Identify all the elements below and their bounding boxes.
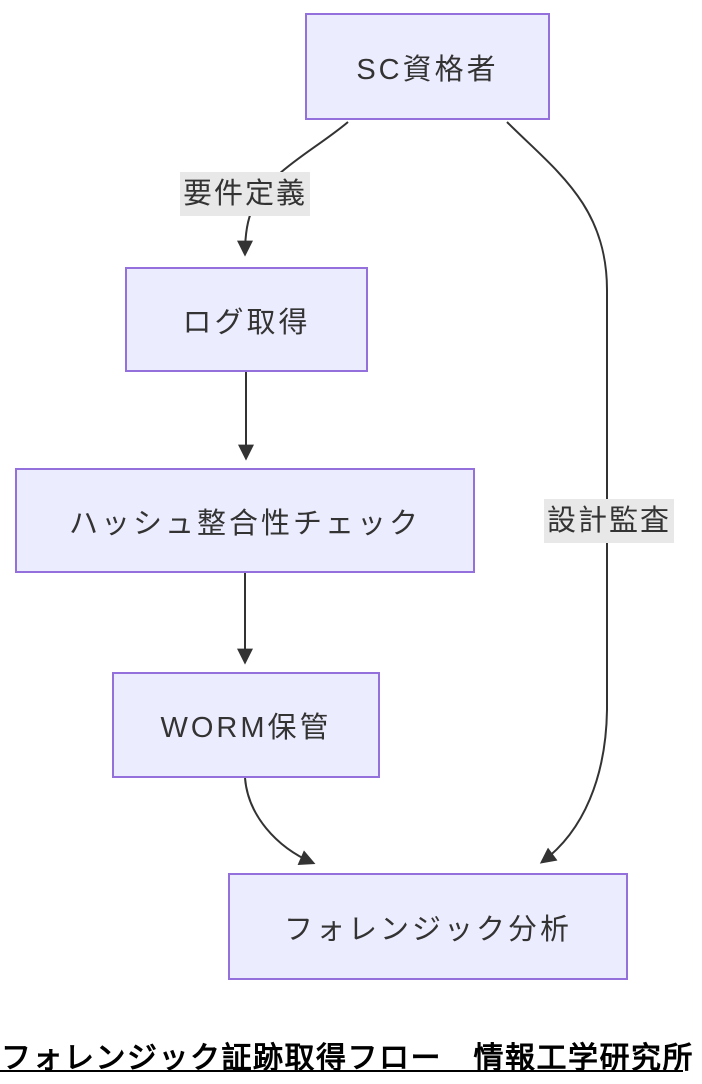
- node-log-shutoku: ログ取得: [125, 267, 368, 372]
- node-hash-integrity-check: ハッシュ整合性チェック: [15, 468, 475, 573]
- node-worm-hokan: WORM保管: [112, 672, 380, 778]
- node-sc-shikakusha: SC資格者: [305, 13, 550, 120]
- caption-underline: [0, 1070, 683, 1072]
- node-forensic-bunseki: フォレンジック分析: [228, 873, 628, 980]
- edge-label-sekkei-kansa: 設計監査: [543, 499, 675, 544]
- edge-sc-to-forensic: [506, 121, 608, 864]
- node-label: SC資格者: [356, 53, 499, 86]
- diagram-caption: フォレンジック証跡取得フロー 情報工学研究所: [1, 1042, 694, 1075]
- node-label: WORM保管: [160, 712, 332, 744]
- node-label: ハッシュ整合性チェック: [68, 507, 421, 540]
- edge-worm-to-forensic: [244, 777, 316, 866]
- node-label: フォレンジック分析: [283, 913, 572, 946]
- edge-label-youken-teigi: 要件定義: [179, 172, 311, 217]
- node-label: ログ取得: [182, 306, 311, 339]
